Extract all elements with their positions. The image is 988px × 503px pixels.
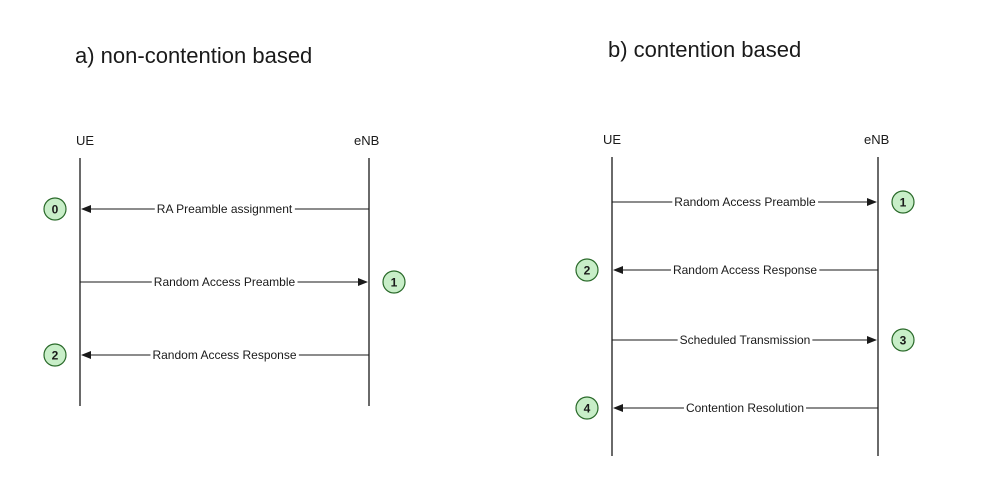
step-number-badge — [43, 197, 67, 221]
message-label: Random Access Response — [152, 348, 296, 362]
message-2: Random Access Preamble 1 — [80, 270, 406, 294]
message-label: Random Access Preamble — [674, 195, 816, 209]
ue-label: UE — [76, 133, 94, 148]
message-label-background — [150, 348, 299, 362]
step-number-badge — [575, 258, 599, 282]
step-number: 3 — [900, 334, 907, 348]
panel-title: a) non-contention based — [75, 43, 312, 68]
message-3: Random Access Response 2 — [43, 343, 369, 367]
message-label-background — [154, 202, 295, 216]
step-number-badge — [891, 190, 915, 214]
message-3: Scheduled Transmission 3 — [612, 328, 915, 352]
step-number-badge — [382, 270, 406, 294]
enb-label: eNB — [354, 133, 379, 148]
message-label-background — [677, 333, 813, 347]
panel-title: b) contention based — [608, 37, 801, 62]
message-label: Random Access Response — [673, 263, 817, 277]
message-label-background — [151, 275, 298, 289]
step-number: 2 — [584, 264, 591, 278]
step-number: 1 — [900, 196, 907, 210]
message-label-background — [683, 401, 807, 415]
enb-label: eNB — [864, 132, 889, 147]
ue-label: UE — [603, 132, 621, 147]
step-number-badge — [575, 396, 599, 420]
step-number-badge — [891, 328, 915, 352]
panel-non-contention: a) non-contention based UE eNB RA Preamb… — [43, 43, 406, 406]
message-2: Random Access Response 2 — [575, 258, 878, 282]
step-number: 1 — [391, 276, 398, 290]
message-label: Scheduled Transmission — [680, 333, 811, 347]
panel-contention: b) contention based UE eNB Random Access… — [575, 37, 915, 456]
message-label: Random Access Preamble — [154, 275, 296, 289]
message-4: Contention Resolution 4 — [575, 396, 878, 420]
step-number: 4 — [584, 402, 591, 416]
step-number-badge — [43, 343, 67, 367]
message-label-background — [670, 263, 820, 277]
message-label-background — [672, 195, 819, 209]
message-label: Contention Resolution — [686, 401, 804, 415]
step-number: 2 — [52, 349, 59, 363]
message-1: RA Preamble assignment 0 — [43, 197, 369, 221]
message-label: RA Preamble assignment — [157, 202, 293, 216]
message-1: Random Access Preamble 1 — [612, 190, 915, 214]
step-number: 0 — [52, 203, 59, 217]
